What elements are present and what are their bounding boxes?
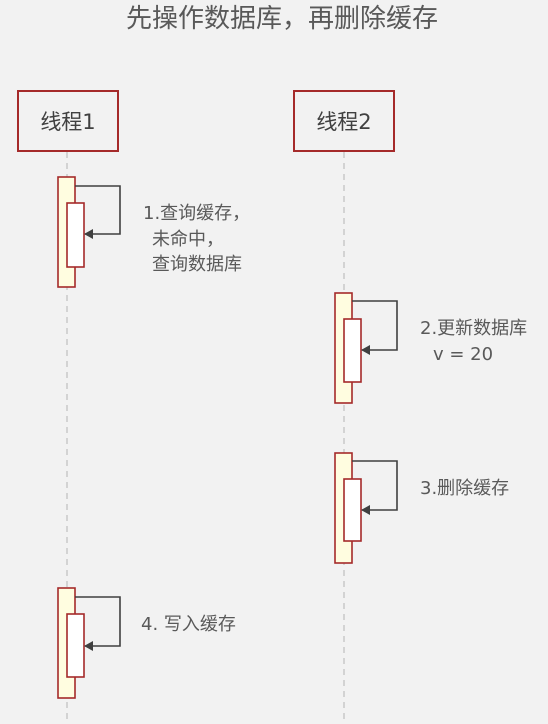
step-label: 4. 写入缓存 bbox=[141, 614, 236, 635]
activation-bar-nested bbox=[66, 613, 85, 678]
step-4: 4. 写入缓存 bbox=[57, 587, 236, 699]
step-label: 查询数据库 bbox=[152, 254, 242, 275]
participant-box bbox=[17, 90, 119, 152]
self-message-arrow bbox=[75, 596, 121, 651]
self-message-arrow bbox=[75, 185, 121, 239]
activation-bar-nested bbox=[343, 318, 362, 383]
step-1: 1.查询缓存， 未命中， 查询数据库 bbox=[57, 176, 250, 288]
diagram-title: 先操作数据库，再删除缓存 bbox=[126, 4, 438, 34]
participant-box bbox=[293, 90, 395, 152]
step-label: v = 20 bbox=[433, 344, 493, 365]
step-label: 2.更新数据库 bbox=[420, 318, 527, 339]
participant-label: 线程2 bbox=[316, 110, 371, 134]
activation-bar-nested bbox=[343, 478, 362, 542]
self-message-arrow bbox=[352, 300, 398, 355]
step-label: 3.删除缓存 bbox=[420, 478, 509, 499]
activation-bar-nested bbox=[66, 202, 85, 268]
step-label: 未命中， bbox=[152, 229, 224, 250]
participant-thread-1: 线程1 bbox=[17, 90, 119, 152]
participant-thread-2: 线程2 bbox=[293, 90, 395, 152]
step-3: 3.删除缓存 bbox=[334, 452, 509, 564]
step-label: 1.查询缓存， bbox=[143, 203, 250, 224]
step-2: 2.更新数据库 v = 20 bbox=[334, 292, 527, 404]
participant-label: 线程1 bbox=[40, 110, 95, 134]
self-message-arrow bbox=[352, 460, 398, 515]
